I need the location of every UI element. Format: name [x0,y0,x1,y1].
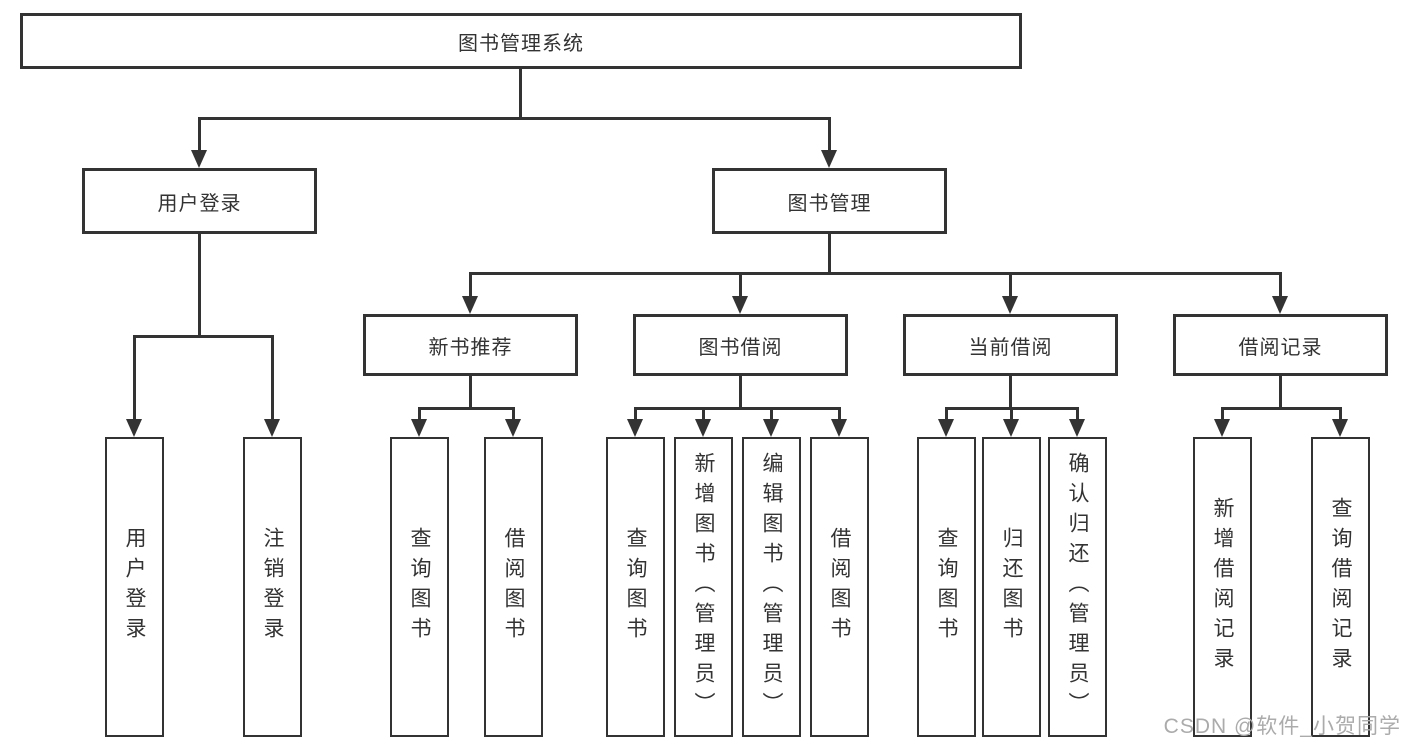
leaf-records-add-record: 新增借阅记录 [1193,437,1252,737]
connector-arrow-shaft [198,117,201,150]
connector-arrow-shaft [418,407,421,419]
connector-recommend-stem [469,376,472,407]
connector-arrow-shaft [702,407,705,419]
arrowhead-icon [1069,419,1085,437]
node-book-management-label: 图书管理 [787,192,872,215]
connector-arrow-shaft [271,335,274,419]
arrowhead-icon [627,419,643,437]
leaf-recommend-query-books-label: 查询图书 [408,527,431,647]
node-borrow-records: 借阅记录 [1173,314,1388,376]
connector-management-rail [469,272,1282,275]
connector-records-rail [1221,407,1342,410]
connector-arrow-shaft [1339,407,1342,419]
connector-arrow-shaft [1009,272,1012,296]
node-new-book-recommend: 新书推荐 [363,314,578,376]
leaf-records-add-record-label: 新增借阅记录 [1211,497,1234,677]
arrowhead-icon [264,419,280,437]
connector-arrow-shaft [1279,272,1282,296]
connector-arrow-shaft [1076,407,1079,419]
connector-arrow-shaft [828,117,831,150]
leaf-borrow-add-books-admin: 新增图书（管理员） [674,437,733,737]
arrowhead-icon [1272,296,1288,314]
arrowhead-icon [732,296,748,314]
arrowhead-icon [1214,419,1230,437]
connector-recommend-rail [418,407,515,410]
arrowhead-icon [695,419,711,437]
leaf-borrow-query-books: 查询图书 [606,437,665,737]
connector-borrow-rail [634,407,841,410]
arrowhead-icon [462,296,478,314]
leaf-borrow-edit-books-admin-label: 编辑图书（管理员） [760,452,783,722]
arrowhead-icon [411,419,427,437]
leaf-current-query-books-label: 查询图书 [935,527,958,647]
leaf-logout: 注销登录 [243,437,302,737]
node-user-login: 用户登录 [82,168,317,234]
node-root: 图书管理系统 [20,13,1022,69]
connector-root-rail [198,117,831,120]
arrowhead-icon [1332,419,1348,437]
leaf-records-query-record-label: 查询借阅记录 [1329,497,1352,677]
leaf-current-confirm-return-admin: 确认归还（管理员） [1048,437,1107,737]
connector-arrow-shaft [1010,407,1013,419]
connector-arrow-shaft [133,335,136,419]
leaf-borrow-borrow-books-label: 借阅图书 [828,527,851,647]
leaf-recommend-borrow-books: 借阅图书 [484,437,543,737]
leaf-borrow-add-books-admin-label: 新增图书（管理员） [692,452,715,722]
connector-current-stem [1009,376,1012,407]
connector-management-stem [828,234,831,272]
node-current-borrow: 当前借阅 [903,314,1118,376]
leaf-user-login-label: 用户登录 [123,527,146,647]
connector-root-stem [519,69,522,117]
leaf-recommend-query-books: 查询图书 [390,437,449,737]
leaf-borrow-borrow-books: 借阅图书 [810,437,869,737]
connector-arrow-shaft [739,272,742,296]
connector-arrow-shaft [838,407,841,419]
leaf-current-query-books: 查询图书 [917,437,976,737]
leaf-borrow-edit-books-admin: 编辑图书（管理员） [742,437,801,737]
node-book-borrow-label: 图书借阅 [698,336,783,359]
node-user-login-label: 用户登录 [157,192,242,215]
arrowhead-icon [1003,419,1019,437]
leaf-current-return-books-label: 归还图书 [1000,527,1023,647]
leaf-current-confirm-return-admin-label: 确认归还（管理员） [1066,452,1089,722]
arrowhead-icon [821,150,837,168]
leaf-user-login: 用户登录 [105,437,164,737]
leaf-records-query-record: 查询借阅记录 [1311,437,1370,737]
arrowhead-icon [831,419,847,437]
connector-arrow-shaft [469,272,472,296]
connector-arrow-shaft [1221,407,1224,419]
node-root-label: 图书管理系统 [458,32,584,55]
arrowhead-icon [938,419,954,437]
connector-arrow-shaft [770,407,773,419]
node-current-borrow-label: 当前借阅 [968,336,1053,359]
connector-arrow-shaft [945,407,948,419]
connector-arrow-shaft [512,407,515,419]
connector-arrow-shaft [634,407,637,419]
node-book-borrow: 图书借阅 [633,314,848,376]
connector-borrow-stem [739,376,742,407]
leaf-logout-label: 注销登录 [261,527,284,647]
leaf-recommend-borrow-books-label: 借阅图书 [502,527,525,647]
leaf-borrow-query-books-label: 查询图书 [624,527,647,647]
connector-login-stem [198,234,201,335]
node-borrow-records-label: 借阅记录 [1238,336,1323,359]
node-book-management: 图书管理 [712,168,947,234]
connector-records-stem [1279,376,1282,407]
arrowhead-icon [126,419,142,437]
arrowhead-icon [763,419,779,437]
node-new-book-recommend-label: 新书推荐 [428,336,513,359]
connector-login-rail [133,335,274,338]
leaf-current-return-books: 归还图书 [982,437,1041,737]
arrowhead-icon [1002,296,1018,314]
arrowhead-icon [505,419,521,437]
arrowhead-icon [191,150,207,168]
